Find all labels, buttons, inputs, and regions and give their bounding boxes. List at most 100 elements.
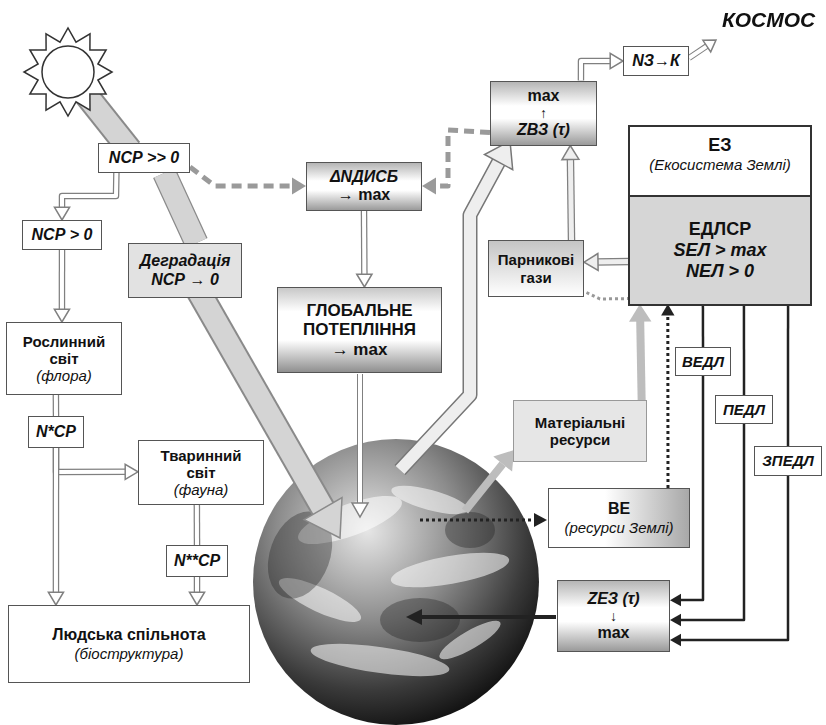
node-text: Людська спільнота — [52, 626, 206, 644]
flux-box: NЗ→К — [623, 46, 689, 76]
sun-rays — [24, 28, 112, 116]
arrowhead — [292, 178, 306, 195]
node-text: ВЕДЛ — [682, 353, 724, 370]
node-text: ЕДЛСР — [689, 219, 751, 240]
connector-line — [433, 130, 490, 186]
connector-line — [362, 211, 366, 277]
node-text: (ресурси Землі) — [564, 519, 673, 536]
arrowhead — [584, 254, 598, 271]
node-text: ЕЗ — [634, 135, 806, 156]
node-text: ΔNДИСБ — [330, 168, 398, 186]
arrowhead — [422, 178, 436, 195]
connector-line — [62, 173, 116, 210]
energy-box: ВЕ(ресурси Землі) — [548, 488, 690, 548]
energy-arrowhead — [534, 513, 547, 527]
connector-line — [584, 291, 630, 299]
node-text: Рослинний світ — [12, 333, 116, 368]
connector — [190, 167, 306, 195]
arrowhead — [48, 592, 63, 605]
connector-outline — [56, 448, 128, 472]
node-text: ZВЗ (τ) — [517, 121, 570, 139]
arrowhead — [670, 594, 681, 606]
node-text: (флора) — [36, 367, 92, 384]
arrowhead — [629, 304, 651, 322]
connector-line — [570, 157, 571, 240]
earth-land — [256, 502, 495, 642]
node-text: max — [597, 624, 629, 642]
node-text: → max — [338, 186, 390, 204]
resource-arrow — [465, 464, 503, 511]
connector-outline — [59, 250, 66, 312]
node-text: ПЕДЛ — [723, 401, 765, 418]
connector — [189, 577, 204, 605]
connector — [196, 505, 197, 545]
ecosystem-box: ЕЗ(Екосистема Землі) ЕДЛСРSЕЛ > maxNЕЛ > … — [628, 125, 812, 306]
gas-box: Парникові гази — [488, 240, 584, 297]
node-text: ЗПЕДЛ — [762, 452, 814, 469]
connector-outline — [53, 395, 60, 416]
connector — [164, 173, 196, 243]
connector — [55, 395, 56, 416]
entropy-box: ZЕЗ (τ)↓max — [557, 580, 670, 652]
connector-line — [679, 476, 788, 640]
fauna-box: Тваринний світ(фауна) — [138, 440, 264, 505]
connector — [48, 448, 63, 605]
node-text: NЕЛ > 0 — [686, 261, 754, 282]
node-text: NЗ→К — [632, 52, 680, 70]
arrowhead — [189, 592, 204, 605]
connector — [422, 130, 490, 195]
node-text: ВЕ — [608, 500, 630, 518]
connector — [581, 53, 623, 80]
flow-box: ЗПЕДЛ — [754, 446, 822, 476]
connector-line — [640, 318, 641, 400]
space-arrow — [689, 46, 707, 58]
return-arrowhead — [406, 609, 422, 625]
node-text: (Екосистема Землі) — [634, 156, 806, 173]
node-text: ↓ — [610, 608, 617, 624]
imbalance-box: ΔNДИСБ→ max — [306, 162, 422, 211]
connector-line — [60, 250, 64, 312]
connector-outline — [194, 505, 201, 545]
warming-arrowhead — [352, 503, 368, 517]
node-text: ↑ — [540, 105, 547, 121]
connector-line — [666, 313, 669, 488]
node-text: max — [527, 87, 559, 105]
connector-outline — [361, 211, 368, 277]
node-text: N*СР — [36, 423, 76, 441]
connector-outline — [164, 173, 196, 243]
connector-outline — [62, 173, 116, 210]
entropy-box: max↑ZВЗ (τ) — [490, 81, 597, 146]
return-arrow — [422, 615, 556, 619]
resource-box: Матеріальні ресурси — [513, 400, 647, 462]
arrowhead — [125, 464, 138, 479]
connector-line — [56, 448, 128, 472]
connector — [357, 211, 372, 288]
node-text: (фауна) — [174, 481, 228, 498]
connector-line — [195, 505, 199, 545]
warming-arrow — [358, 374, 362, 503]
node-text: NСР > 0 — [32, 226, 93, 244]
society-box: Людська спільнота(біоструктура) — [8, 605, 250, 683]
connector — [661, 304, 674, 488]
warming-box: ГЛОБАЛЬНЕ ПОТЕПЛІННЯ→ max — [277, 287, 442, 373]
flow-box: ПЕДЛ — [715, 395, 773, 424]
connector-line — [581, 61, 613, 81]
node-text: (біоструктура) — [75, 645, 184, 662]
connector — [702, 304, 703, 347]
energy-arrow — [420, 519, 534, 522]
flux-box: NСР >> 0 — [98, 143, 190, 173]
connector-line — [787, 304, 790, 446]
flow-box: ВЕДЛ — [675, 347, 731, 376]
space-arrowhead — [703, 40, 716, 52]
node-text: Матеріальні ресурси — [519, 414, 641, 449]
connector-line — [54, 448, 58, 595]
connector — [584, 254, 630, 271]
connector-line — [190, 167, 295, 186]
flora-box: Рослинний світ(флора) — [6, 322, 122, 395]
ecosystem-core-box: ЕДЛСРSЕЛ > maxNЕЛ > 0 — [630, 195, 810, 304]
connector-outline — [570, 157, 571, 240]
arrowhead — [610, 53, 623, 68]
flux-box: NСР > 0 — [22, 220, 102, 250]
node-text: NСР >> 0 — [109, 149, 179, 167]
